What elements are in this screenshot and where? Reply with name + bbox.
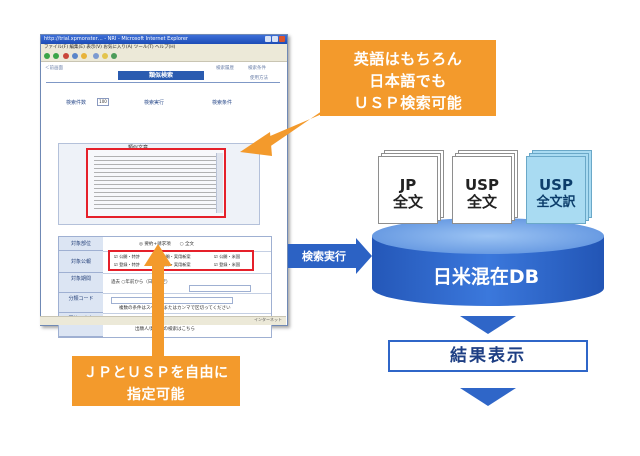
tab-search-conditions: 検索条件 xyxy=(212,100,233,106)
favorites-icon xyxy=(102,53,108,59)
document-label: USP 全文訳 xyxy=(527,177,585,211)
class-code-note: 複数の条件はスペースまたはカンマで区切ってください xyxy=(119,306,231,311)
query-text-highlight xyxy=(86,148,226,218)
period-input xyxy=(189,285,251,292)
label-target-publication: 対象公報 xyxy=(59,251,103,273)
check-jp-unexamined-utility: □ 公開・実用新案 xyxy=(156,254,191,259)
browser-titlebar: http://trial.xpmonster… - NRI - Microsof… xyxy=(41,35,287,44)
database-label: 日米混在DB xyxy=(432,266,540,288)
callout-top-line: 英語はもちろん xyxy=(353,50,463,68)
document-label-line: 全文訳 xyxy=(536,195,576,210)
result-display-box: 結果表示 xyxy=(388,340,588,372)
document-label: USP 全文 xyxy=(453,177,511,211)
callout-bottom-line: 指定可能 xyxy=(127,387,185,403)
usp-fulltext-document: USP 全文 xyxy=(452,150,518,224)
document-label-line: USP xyxy=(465,176,499,194)
form-divider xyxy=(103,293,271,294)
check-jp-unexamined-patent: ☑ 公開・特許 xyxy=(114,254,141,259)
usage-link: 使用方法 xyxy=(250,76,268,81)
close-icon xyxy=(279,36,285,42)
search-icon xyxy=(93,53,99,59)
search-execute-label: 検索実行 xyxy=(292,248,356,266)
document-label-line: JP xyxy=(399,176,417,194)
name-note: 出願人/発明者の検索はこちら xyxy=(135,327,196,332)
callout-top-arrow-shaft xyxy=(256,100,338,152)
back-arrow-icon xyxy=(44,53,50,59)
stop-icon xyxy=(63,53,69,59)
target-part-options: ◎ 要約+請求項 ○ 全文 xyxy=(139,242,194,247)
publication-checkbox-highlight: ☑ 公開・特許 □ 公開・実用新案 ☑ 公開・米国 ☑ 登録・特許 □ 登録・実… xyxy=(108,250,254,271)
arrow-down-icon xyxy=(460,388,516,406)
document-sheet: USP 全文訳 xyxy=(526,156,586,224)
maximize-icon xyxy=(272,36,278,42)
history-link: 検索履歴 xyxy=(216,66,234,71)
check-jp-registered-utility: □ 登録・実用新案 xyxy=(156,262,191,267)
minimize-icon xyxy=(265,36,271,42)
period-note: 過去 ○年前から（日付指定） xyxy=(111,280,171,285)
document-label: JP 全文 xyxy=(379,177,437,211)
callout-top-line: 日本語でも xyxy=(369,72,447,90)
class-code-input xyxy=(111,297,233,304)
database-cylinder-top xyxy=(372,218,604,254)
check-jp-registered-patent: ☑ 登録・特許 xyxy=(114,262,141,267)
document-label-line: 全文 xyxy=(392,193,423,211)
check-us-published: ☑ 公開・米国 xyxy=(214,254,241,259)
document-label-line: 全文 xyxy=(466,193,497,211)
result-count-box: 100 xyxy=(97,98,109,106)
label-target-part: 対象部位 xyxy=(59,237,103,251)
document-label-line: USP xyxy=(539,176,573,194)
label-class-code: 分類コード xyxy=(59,293,103,313)
arrow-down-icon xyxy=(460,316,516,334)
database-cylinder-body xyxy=(372,236,604,306)
tab-result-count: 検索件数 xyxy=(66,100,87,106)
callout-english-japanese: 英語はもちろん 日本語でも ＵＳＰ検索可能 xyxy=(320,40,496,116)
callout-jp-usp-select: ＪＰとＵＳＰを自由に 指定可能 xyxy=(72,356,240,406)
callout-bottom-arrow-shaft xyxy=(152,262,164,358)
forward-arrow-icon xyxy=(53,53,59,59)
tab-search-execute: 検索実行 xyxy=(144,100,165,106)
form-divider xyxy=(103,273,271,274)
history-icon xyxy=(111,53,117,59)
callout-bottom-arrowhead xyxy=(144,244,172,266)
callout-top-arrowhead xyxy=(240,132,272,156)
callout-top-line: ＵＳＰ検索可能 xyxy=(353,94,463,112)
form-divider xyxy=(103,313,271,314)
text-scrollbar xyxy=(216,153,223,213)
callout-bottom-line: ＪＰとＵＳＰを自由に xyxy=(83,365,229,381)
browser-title: http://trial.xpmonster… - NRI - Microsof… xyxy=(44,36,188,42)
usp-fulltext-translation-document: USP 全文訳 xyxy=(526,150,592,224)
document-sheet: USP 全文 xyxy=(452,156,512,224)
label-target-period: 対象期間 xyxy=(59,273,103,293)
home-icon xyxy=(81,53,87,59)
divider xyxy=(46,82,280,83)
window-controls xyxy=(265,36,285,42)
back-link: ＜前画面 xyxy=(45,66,63,71)
document-sheet: JP 全文 xyxy=(378,156,438,224)
jp-fulltext-document: JP 全文 xyxy=(378,150,444,224)
check-us-granted: ☑ 登録・米国 xyxy=(214,262,241,267)
query-text-lines xyxy=(94,156,218,210)
refresh-icon xyxy=(72,53,78,59)
conditions-link: 検索条件 xyxy=(248,66,266,71)
browser-menubar: ファイル(F) 編集(E) 表示(V) お気に入り(A) ツール(T) ヘルプ(… xyxy=(41,44,287,51)
browser-toolbar xyxy=(41,51,287,62)
similar-search-banner: 類似検索 xyxy=(118,71,204,80)
